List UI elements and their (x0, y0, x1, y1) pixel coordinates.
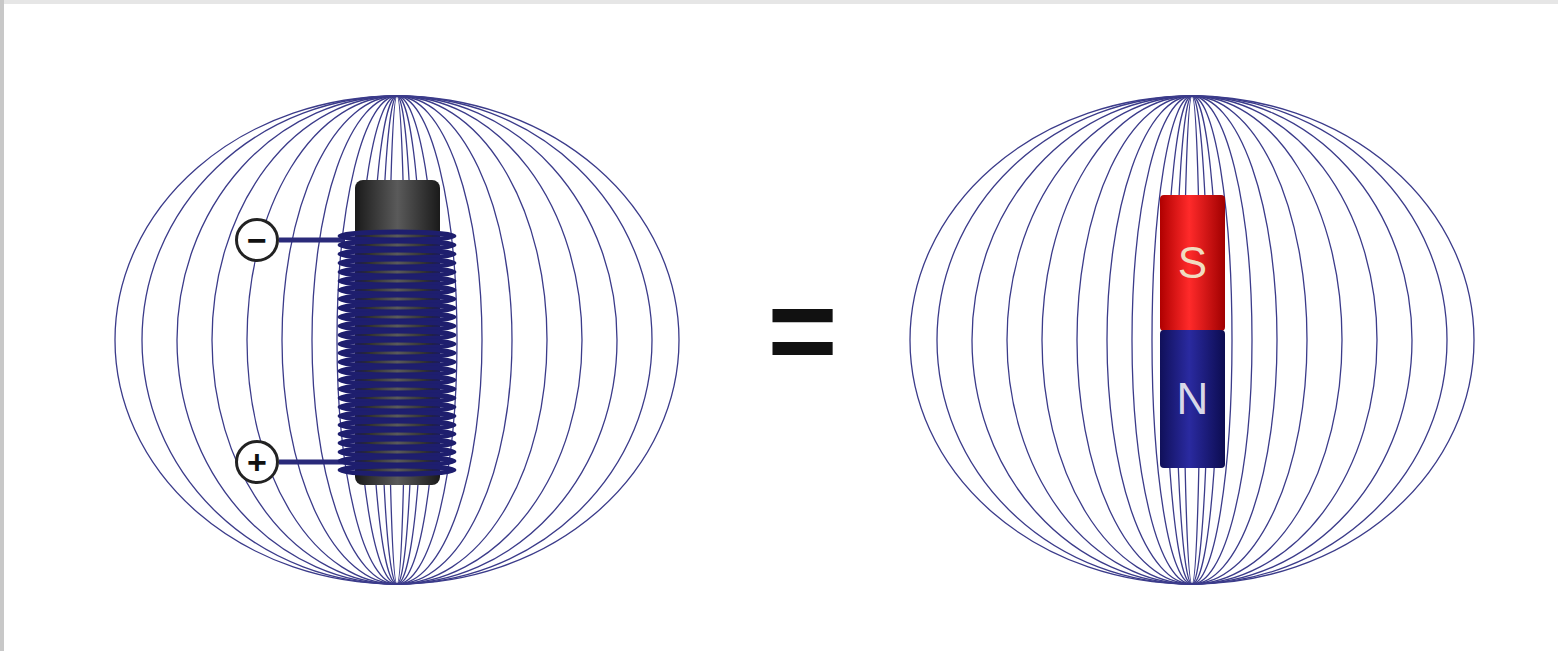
field-line (212, 96, 582, 584)
pole-text: S (1178, 241, 1207, 285)
field-line (1132, 96, 1252, 584)
field-line (115, 96, 679, 584)
field-line (177, 96, 617, 584)
terminal-plus: + (235, 440, 279, 484)
coil-windings (340, 232, 454, 474)
north-pole (1160, 330, 1225, 468)
lead-wire (279, 460, 345, 465)
field-line (312, 96, 482, 584)
pole-text: N (1177, 377, 1209, 421)
field-line (1042, 96, 1342, 584)
field-line (937, 96, 1447, 584)
terminal-minus: − (235, 218, 279, 262)
south-pole (1160, 195, 1225, 331)
south-pole-label: S (1160, 195, 1225, 331)
field-line (1077, 96, 1307, 584)
field-lines (115, 96, 679, 584)
pole-text: + (247, 445, 267, 479)
field-line (247, 96, 547, 584)
equals-sign: = (745, 270, 860, 390)
field-line (337, 96, 457, 584)
field-line (282, 96, 512, 584)
field-line (1152, 96, 1232, 584)
left-border (0, 0, 4, 651)
field-lines (910, 96, 1474, 584)
pole-text: − (247, 223, 267, 257)
north-pole-label: N (1160, 330, 1225, 468)
field-line (1007, 96, 1377, 584)
field-line (972, 96, 1412, 584)
field-line (910, 96, 1474, 584)
top-border (0, 0, 1558, 4)
lead-wire (279, 238, 345, 243)
field-line (142, 96, 652, 584)
coil-turn (340, 466, 454, 474)
field-line (1107, 96, 1277, 584)
